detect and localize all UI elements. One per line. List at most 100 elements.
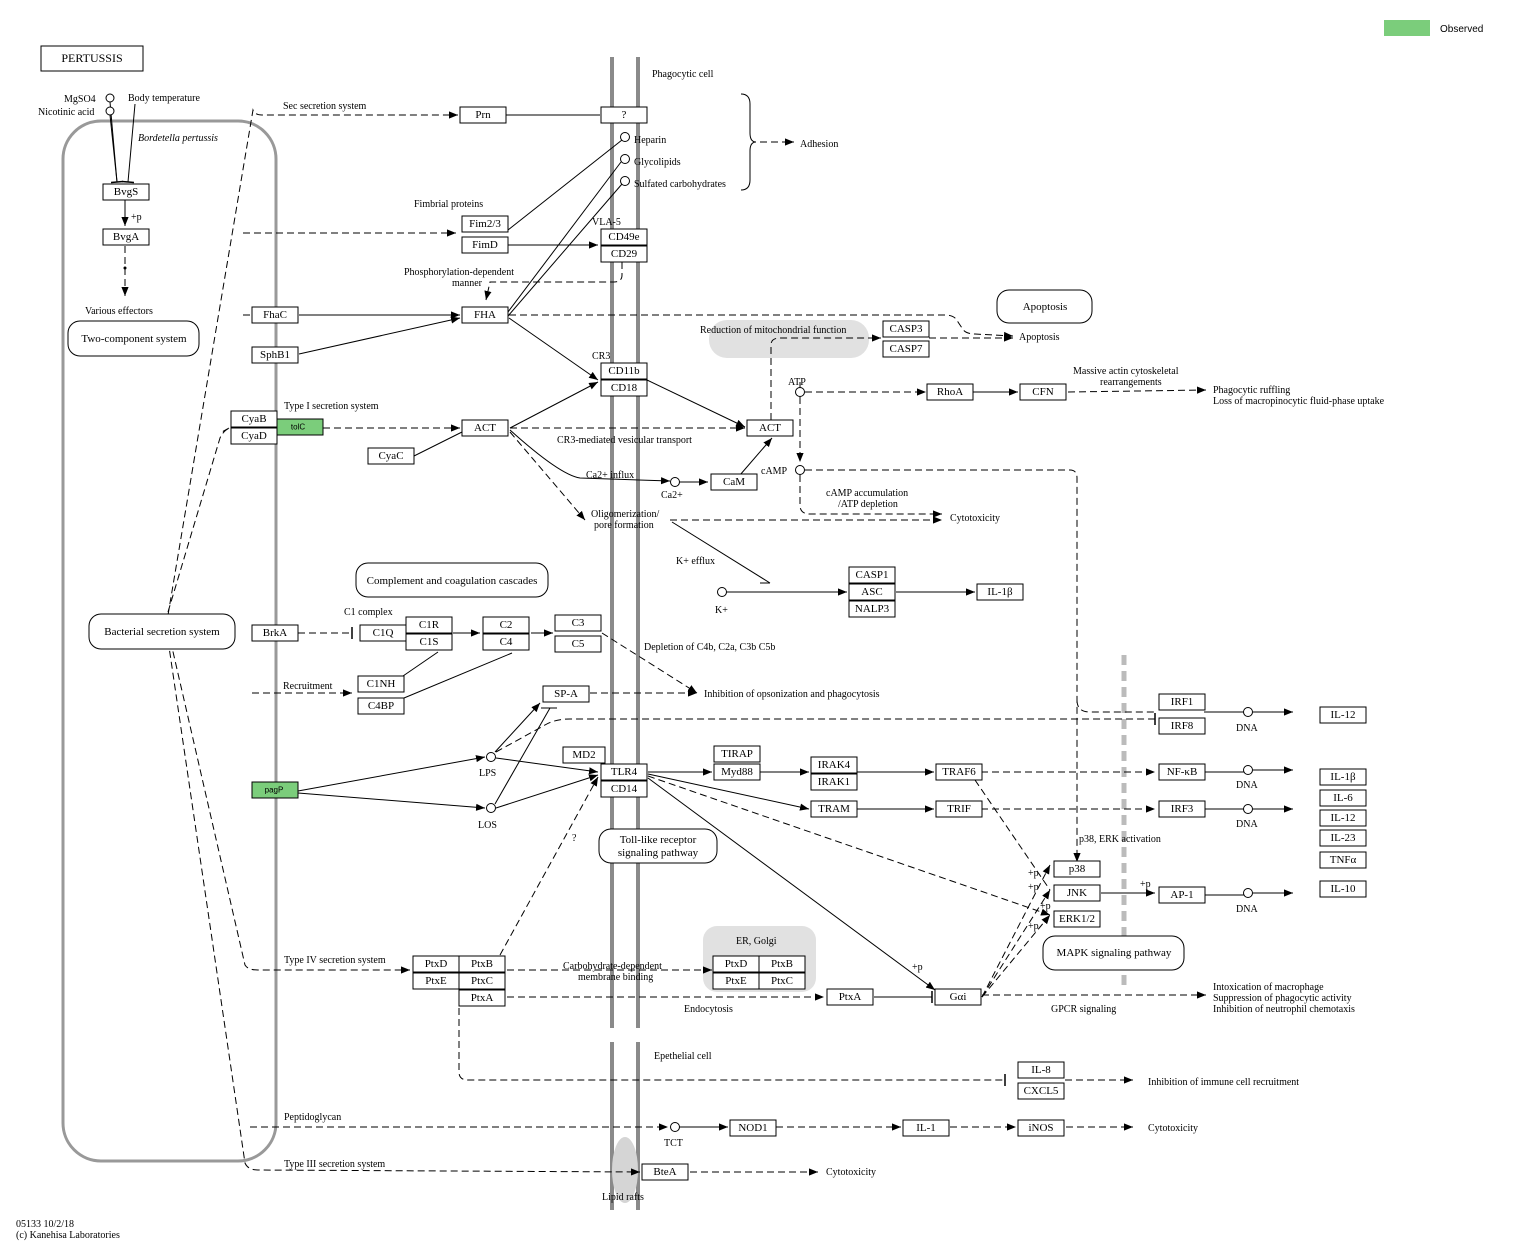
gene-prn[interactable]: Prn xyxy=(459,106,507,124)
gene-c1s[interactable]: C1S xyxy=(405,633,453,651)
gene-c3[interactable]: C3 xyxy=(554,614,602,632)
gene-ptxd-2[interactable]: PtxD xyxy=(712,955,760,973)
svg-text:MD2: MD2 xyxy=(572,749,595,761)
gene-act-2[interactable]: ACT xyxy=(746,419,794,437)
gene-il10[interactable]: IL-10 xyxy=(1319,880,1367,898)
edges xyxy=(109,93,1293,1176)
gene-rhoa[interactable]: RhoA xyxy=(926,383,974,401)
gene-il23[interactable]: IL-23 xyxy=(1319,829,1367,847)
gene-irak1[interactable]: IRAK1 xyxy=(810,773,858,791)
gene-il8[interactable]: IL-8 xyxy=(1017,1061,1065,1079)
gene-tnfa[interactable]: TNFα xyxy=(1319,851,1367,869)
gene-il12-b[interactable]: IL-12 xyxy=(1319,809,1367,827)
gene-casp1[interactable]: CASP1 xyxy=(848,566,896,584)
label-apoptosis: Apoptosis xyxy=(1019,332,1060,343)
gene-trif[interactable]: TRIF xyxy=(935,800,983,818)
gene-sphb1[interactable]: SphB1 xyxy=(251,346,299,364)
gene-il6[interactable]: IL-6 xyxy=(1319,789,1367,807)
gene-irf3[interactable]: IRF3 xyxy=(1158,800,1206,818)
gene-ptxb-2[interactable]: PtxB xyxy=(758,955,806,973)
svg-text:IL-6: IL-6 xyxy=(1333,792,1353,804)
gene-ptxc[interactable]: PtxC xyxy=(458,972,506,990)
gene-ptxa[interactable]: PtxA xyxy=(458,989,506,1007)
gene-act-1[interactable]: ACT xyxy=(461,419,509,437)
svg-text:CASP7: CASP7 xyxy=(889,343,923,355)
label-atp: ATP xyxy=(788,377,806,388)
gene-traf6[interactable]: TRAF6 xyxy=(935,763,983,781)
gene-c1r[interactable]: C1R xyxy=(405,616,453,634)
gene-cfn[interactable]: CFN xyxy=(1019,383,1067,401)
gene-ptxd[interactable]: PtxD xyxy=(412,955,460,973)
gene-cam[interactable]: CaM xyxy=(710,473,758,491)
map-complement[interactable]: Complement and coagulation cascades xyxy=(355,562,549,598)
gene-il12-a[interactable]: IL-12 xyxy=(1319,706,1367,724)
gene-nod1[interactable]: NOD1 xyxy=(729,1119,777,1137)
map-mapk[interactable]: MAPK signaling pathway xyxy=(1042,935,1185,971)
gene-c1q[interactable]: C1Q xyxy=(359,624,407,642)
gene-inos[interactable]: iNOS xyxy=(1017,1119,1065,1137)
gene-c1nh[interactable]: C1NH xyxy=(357,675,405,693)
gene-il1[interactable]: IL-1 xyxy=(902,1119,950,1137)
gene-fhac[interactable]: FhaC xyxy=(251,306,299,324)
gene-nfkb[interactable]: NF-κB xyxy=(1158,763,1206,781)
svg-text:iNOS: iNOS xyxy=(1028,1122,1053,1134)
gene-ptxe-2[interactable]: PtxE xyxy=(712,972,760,990)
gene-jnk[interactable]: JNK xyxy=(1053,884,1101,902)
gene-casp7[interactable]: CASP7 xyxy=(882,340,930,358)
gene-fha[interactable]: FHA xyxy=(461,306,509,324)
gene-tlr4[interactable]: TLR4 xyxy=(600,763,648,781)
svg-text:SP-A: SP-A xyxy=(554,688,578,700)
gene-ptxc-2[interactable]: PtxC xyxy=(758,972,806,990)
gene-cyad[interactable]: CyaD xyxy=(230,427,278,445)
svg-text:p38: p38 xyxy=(1069,863,1086,875)
gene-cd29[interactable]: CD29 xyxy=(600,245,648,263)
gene-btea[interactable]: BteA xyxy=(641,1163,689,1181)
gene-cd14[interactable]: CD14 xyxy=(600,780,648,798)
gene-asc[interactable]: ASC xyxy=(848,583,896,601)
gene-cd11b[interactable]: CD11b xyxy=(600,362,648,380)
gene-bvga[interactable]: BvgA xyxy=(102,228,150,246)
map-apoptosis[interactable]: Apoptosis xyxy=(996,289,1093,324)
gene-irf8[interactable]: IRF8 xyxy=(1158,717,1206,735)
gene-cd49e[interactable]: CD49e xyxy=(600,228,648,246)
gene-brka[interactable]: BrkA xyxy=(251,624,299,642)
gene-ptxa-2[interactable]: PtxA xyxy=(826,988,874,1006)
gene-tirap[interactable]: TIRAP xyxy=(713,745,761,763)
gene-p38[interactable]: p38 xyxy=(1053,860,1101,878)
gene-c4[interactable]: C4 xyxy=(482,633,530,651)
gene-gai[interactable]: Gαi xyxy=(934,988,982,1006)
gene-irf1[interactable]: IRF1 xyxy=(1158,693,1206,711)
gene-cd18[interactable]: CD18 xyxy=(600,379,648,397)
gene-erk[interactable]: ERK1/2 xyxy=(1053,910,1101,928)
gene-nalp3[interactable]: NALP3 xyxy=(848,600,896,618)
gene-c2[interactable]: C2 xyxy=(482,616,530,634)
gene-tram[interactable]: TRAM xyxy=(810,800,858,818)
map-twocomp[interactable]: Two-component system xyxy=(67,320,200,357)
gene-myd88[interactable]: Myd88 xyxy=(713,763,761,781)
gene-cxcl5[interactable]: CXCL5 xyxy=(1017,1082,1065,1100)
gene-ptxe[interactable]: PtxE xyxy=(412,972,460,990)
gene-il1b-top[interactable]: IL-1β xyxy=(976,583,1024,601)
gene-c5[interactable]: C5 xyxy=(554,635,602,653)
gene-bvgs[interactable]: BvgS xyxy=(102,183,150,201)
gene-unknown[interactable]: ? xyxy=(600,106,648,124)
gene-casp3[interactable]: CASP3 xyxy=(882,320,930,338)
svg-text:IL-1β: IL-1β xyxy=(1330,771,1356,783)
gene-irak4[interactable]: IRAK4 xyxy=(810,756,858,774)
map-bacterial-secretion[interactable]: Bacterial secretion system xyxy=(88,613,236,650)
gene-cyac[interactable]: CyaC xyxy=(367,447,415,465)
footer-code: 05133 10/2/18 xyxy=(16,1219,74,1230)
gene-fimd[interactable]: FimD xyxy=(461,236,509,254)
gene-ptxb[interactable]: PtxB xyxy=(458,955,506,973)
svg-text:Fim2/3: Fim2/3 xyxy=(469,218,501,230)
gene-cyab[interactable]: CyaB xyxy=(230,410,278,428)
gene-spa[interactable]: SP-A xyxy=(542,685,590,703)
gene-c4bp[interactable]: C4BP xyxy=(357,697,405,715)
gene-tolc[interactable]: tolC xyxy=(276,418,324,436)
gene-ap1[interactable]: AP-1 xyxy=(1158,886,1206,904)
gene-il1b[interactable]: IL-1β xyxy=(1319,768,1367,786)
gene-fim23[interactable]: Fim2/3 xyxy=(461,215,509,233)
gene-md2[interactable]: MD2 xyxy=(562,746,606,764)
gene-pagp[interactable]: pagP xyxy=(251,781,299,799)
